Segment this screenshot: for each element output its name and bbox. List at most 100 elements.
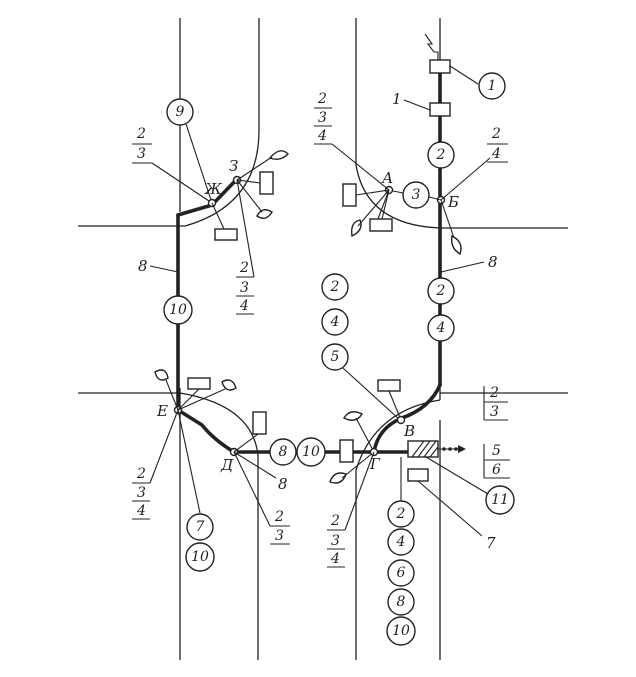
fraction-topmid-3: 4 (317, 128, 327, 144)
lead-a-bottom (381, 189, 390, 220)
label-v: В (403, 422, 415, 440)
fraction-middleleft-2: 3 (240, 280, 249, 296)
box-zh-bottom (214, 228, 238, 241)
fraction-topmid: 2 3 4 (314, 91, 332, 145)
circle-s6-text: 6 (397, 565, 406, 581)
fraction-bottommid-num: 2 (274, 509, 284, 525)
lead-e-7 (177, 409, 201, 514)
lamp-z-top (268, 150, 289, 161)
cabinet (407, 440, 439, 458)
lead-zh-box (211, 202, 225, 230)
box-7 (407, 468, 429, 482)
lamp-g-bottom (329, 472, 347, 484)
label-z: З (229, 157, 238, 175)
circle-10-left-low-text: 10 (191, 549, 209, 565)
fraction-bottomcenter: 2 3 4 (327, 513, 345, 568)
circle-11-text: 11 (491, 492, 509, 508)
label-zh: Ж (204, 180, 223, 198)
arrow-icon (458, 445, 466, 453)
lead-e-lamp-right (177, 388, 226, 411)
circle-2-right-text: 2 (436, 283, 446, 299)
circle-3 (402, 181, 430, 209)
lead-v-box (388, 390, 402, 421)
road-right-west-edge (355, 18, 568, 229)
circle-1-text: 1 (488, 78, 497, 94)
circle-7-left (186, 513, 214, 541)
circle-10-left-text: 10 (169, 302, 187, 318)
circle-4-right-text: 4 (436, 320, 446, 336)
lead-3-b (428, 196, 442, 201)
label-d: Д (220, 456, 234, 474)
lead-e-box (177, 388, 200, 411)
circle-10-bottom (296, 437, 326, 467)
fraction-topmid-2: 3 (318, 110, 327, 126)
lead-g-lamp-top (355, 417, 375, 453)
arrow-dot-2 (448, 447, 452, 451)
circle-8-bottom (269, 438, 297, 466)
box-v-top (377, 379, 401, 392)
circle-s8 (387, 588, 415, 616)
lead-5-v (342, 367, 401, 421)
lead-g-lamp-bottom (341, 451, 375, 479)
circle-2-mid (321, 273, 349, 301)
fraction-bottommid: 2 3 (270, 509, 290, 545)
label-8-right: 8 (488, 253, 498, 271)
lead-topmid-a (331, 143, 390, 191)
circle-s2 (387, 500, 415, 528)
lamp-g-top (343, 411, 363, 421)
fraction-rightlow-num: 5 (492, 443, 501, 459)
fraction-middleleft-3: 4 (239, 298, 249, 314)
arrow-dot-1 (442, 447, 446, 451)
lead-d-box (233, 433, 259, 453)
circle-s10-text: 10 (392, 623, 410, 639)
lightning-icon (424, 33, 439, 62)
circle-9 (166, 98, 194, 126)
cable-bottom-left-curve (176, 408, 236, 454)
lead-z-box (236, 179, 261, 184)
box-z-right (259, 171, 274, 195)
lamp-e-right (221, 379, 237, 391)
box-d-right (252, 411, 267, 435)
fraction-topleft-num: 2 (136, 126, 146, 142)
fraction-middleleft: 2 3 4 (236, 260, 254, 315)
fraction-topleft: 2 3 (132, 126, 152, 164)
lead-a-left (355, 189, 390, 196)
fraction-rightmid: 2 3 (483, 385, 508, 421)
circle-2-right (427, 277, 455, 305)
fraction-bottomcenter-3: 4 (330, 551, 340, 567)
circle-4-right (427, 314, 455, 342)
circle-4-mid (321, 308, 349, 336)
lead-7 (417, 480, 483, 537)
circle-s10 (386, 616, 416, 646)
label-b: Б (447, 193, 459, 211)
fraction-rightmid-num: 2 (489, 385, 499, 401)
circle-s6 (387, 559, 415, 587)
label-e: Е (156, 402, 168, 420)
circle-s8-text: 8 (397, 594, 406, 610)
lead-a-lamp (357, 189, 390, 227)
lead-8-left (149, 265, 179, 273)
circle-1 (478, 72, 506, 100)
fraction-leftlow-1: 2 (136, 466, 146, 482)
node-v (396, 415, 406, 425)
fraction-topleft-den: 3 (137, 146, 146, 162)
lead-9-zh (185, 123, 213, 204)
circle-s4-text: 4 (396, 534, 406, 550)
label-1: 1 (392, 90, 402, 108)
lead-bottommid-d (233, 451, 271, 527)
circle-5-mid (321, 343, 349, 371)
cable-route (176, 60, 442, 454)
circle-5-mid-text: 5 (331, 349, 340, 365)
cabinet-hatch (411, 440, 439, 458)
circle-10-left-low (185, 542, 215, 572)
fraction-rightlow-den: 6 (492, 462, 501, 478)
lead-leftlow-e (149, 409, 179, 484)
lead-8-right (440, 261, 485, 273)
circle-7-left-text: 7 (196, 519, 205, 535)
circle-3-text: 3 (412, 187, 421, 203)
box-a-bottom (369, 218, 393, 232)
fraction-bottomcenter-2: 3 (331, 533, 340, 549)
lead-b-fraction (440, 157, 491, 201)
circle-4-mid-text: 4 (330, 314, 340, 330)
lead-middleleft-z (236, 179, 255, 278)
